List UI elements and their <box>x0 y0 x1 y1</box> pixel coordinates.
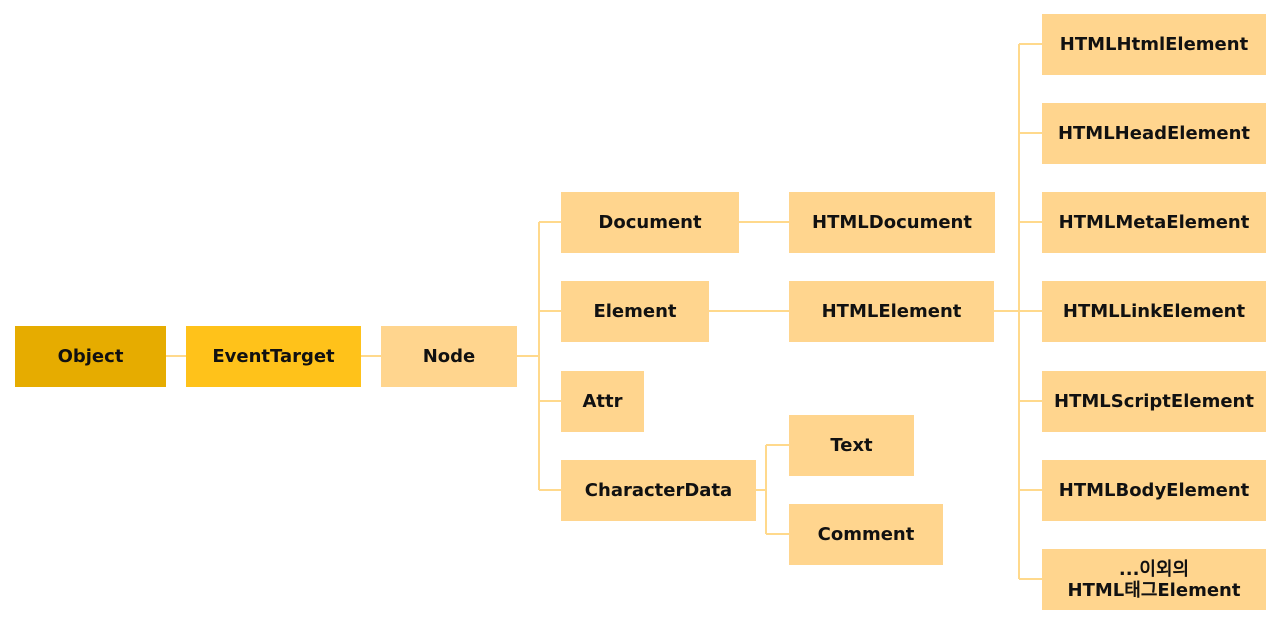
node-htmlheadelement-label: HTMLHeadElement <box>1057 123 1251 144</box>
node-htmlelement: HTMLElement <box>789 281 994 342</box>
node-node-label: Node <box>422 346 476 367</box>
node-htmlmetaelement-label: HTMLMetaElement <box>1058 212 1250 233</box>
node-text: Text <box>789 415 914 476</box>
node-htmlscriptelement: HTMLScriptElement <box>1042 371 1266 432</box>
node-characterdata-label: CharacterData <box>584 480 733 501</box>
node-htmldocument: HTMLDocument <box>789 192 995 253</box>
node-eventtarget: EventTarget <box>186 326 361 387</box>
node-element-label: Element <box>593 301 677 322</box>
node-htmlbodyelement: HTMLBodyElement <box>1042 460 1266 521</box>
node-element: Element <box>561 281 709 342</box>
node-object: Object <box>15 326 166 387</box>
node-text-label: Text <box>830 435 873 456</box>
node-other-label-line2: HTML태그Element <box>1067 579 1241 601</box>
node-document: Document <box>561 192 739 253</box>
node-attr-label: Attr <box>582 391 623 412</box>
node-htmlhtmlelement-label: HTMLHtmlElement <box>1059 34 1249 55</box>
node-comment: Comment <box>789 504 943 565</box>
node-attr: Attr <box>561 371 644 432</box>
node-htmlhtmlelement: HTMLHtmlElement <box>1042 14 1266 75</box>
node-comment-label: Comment <box>817 524 915 545</box>
node-node: Node <box>381 326 517 387</box>
node-other-label-line1: ...이외의 <box>1118 558 1190 580</box>
node-document-label: Document <box>598 212 702 233</box>
node-object-label: Object <box>57 346 124 367</box>
node-htmlheadelement: HTMLHeadElement <box>1042 103 1266 164</box>
node-htmlmetaelement: HTMLMetaElement <box>1042 192 1266 253</box>
node-eventtarget-label: EventTarget <box>212 346 335 367</box>
node-htmllinkelement-label: HTMLLinkElement <box>1062 301 1246 322</box>
node-htmllinkelement: HTMLLinkElement <box>1042 281 1266 342</box>
node-characterdata: CharacterData <box>561 460 756 521</box>
node-htmldocument-label: HTMLDocument <box>812 212 972 233</box>
node-htmlbodyelement-label: HTMLBodyElement <box>1058 480 1250 501</box>
node-other-html-elements: ...이외의 HTML태그Element <box>1042 549 1266 610</box>
node-htmlscriptelement-label: HTMLScriptElement <box>1054 391 1254 412</box>
node-htmlelement-label: HTMLElement <box>821 301 962 322</box>
